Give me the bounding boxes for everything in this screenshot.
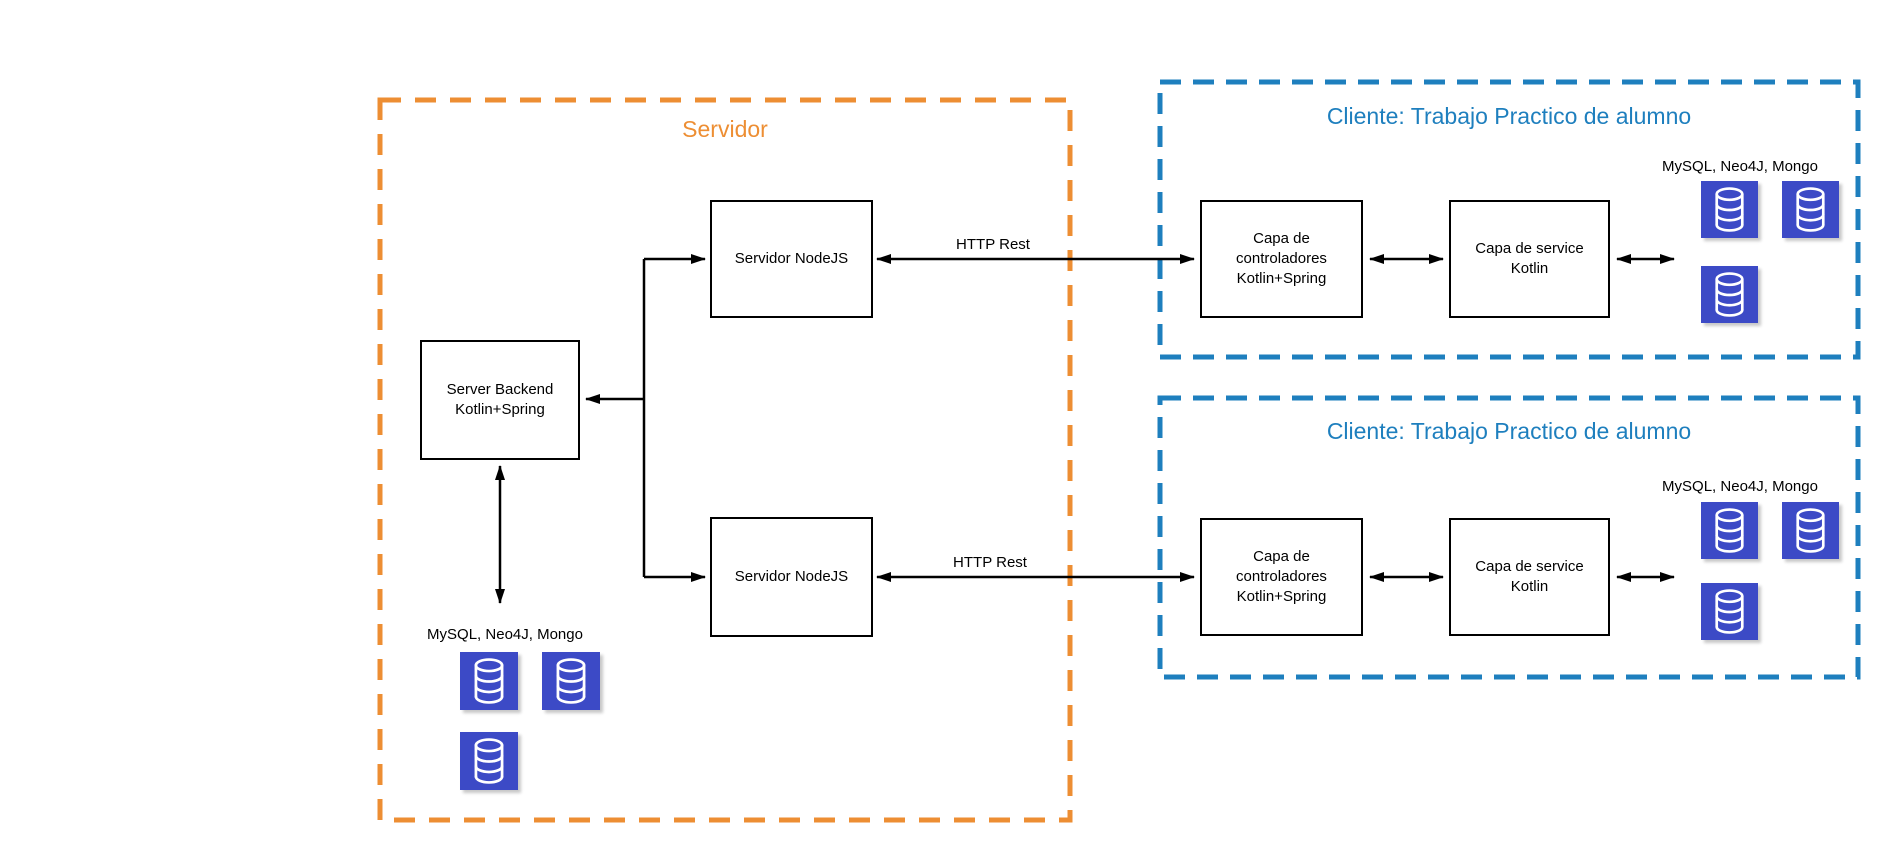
server-group-border [377, 97, 1073, 823]
client-1-db-stack-label: MySQL, Neo4J, Mongo [1662, 158, 1818, 175]
client-2-db-stack-label: MySQL, Neo4J, Mongo [1662, 478, 1818, 495]
client-group-1-title: Cliente: Trabajo Practico de alumno [1326, 103, 1692, 129]
database-icon [460, 652, 518, 710]
database-cylinder-glyph [1715, 508, 1744, 553]
database-cylinder-glyph [474, 738, 504, 784]
database-icon [542, 652, 600, 710]
database-cylinder-glyph [1796, 508, 1825, 553]
client-2-controllers-node: Capa de controladores Kotlin+Spring [1200, 518, 1363, 636]
database-cylinder-glyph [1796, 187, 1825, 232]
database-icon [1701, 266, 1758, 323]
database-icon [460, 732, 518, 790]
database-cylinder-glyph [1715, 589, 1744, 634]
database-icon [1782, 502, 1839, 559]
client-1-service-node: Capa de service Kotlin [1449, 200, 1610, 318]
database-icon [1701, 181, 1758, 238]
server-db-stack-label: MySQL, Neo4J, Mongo [427, 626, 583, 643]
client-2-service-node: Capa de service Kotlin [1449, 518, 1610, 636]
database-icon [1782, 181, 1839, 238]
database-icon [1701, 502, 1758, 559]
client-group-2-border [1157, 395, 1861, 680]
database-cylinder-glyph [474, 658, 504, 704]
http-rest-label-bottom: HTTP Rest [953, 554, 1027, 571]
database-cylinder-glyph [556, 658, 586, 704]
database-icon [1701, 583, 1758, 640]
server-group-title: Servidor [682, 116, 768, 142]
database-cylinder-glyph [1715, 272, 1744, 317]
client-1-controllers-node: Capa de controladores Kotlin+Spring [1200, 200, 1363, 318]
nodejs-server-node-bottom: Servidor NodeJS [710, 517, 873, 637]
nodejs-server-node-top: Servidor NodeJS [710, 200, 873, 318]
client-group-1-border [1157, 79, 1861, 360]
server-backend-node: Server Backend Kotlin+Spring [420, 340, 580, 460]
database-cylinder-glyph [1715, 187, 1744, 232]
client-group-2-title: Cliente: Trabajo Practico de alumno [1326, 418, 1692, 444]
http-rest-label-top: HTTP Rest [956, 236, 1030, 253]
